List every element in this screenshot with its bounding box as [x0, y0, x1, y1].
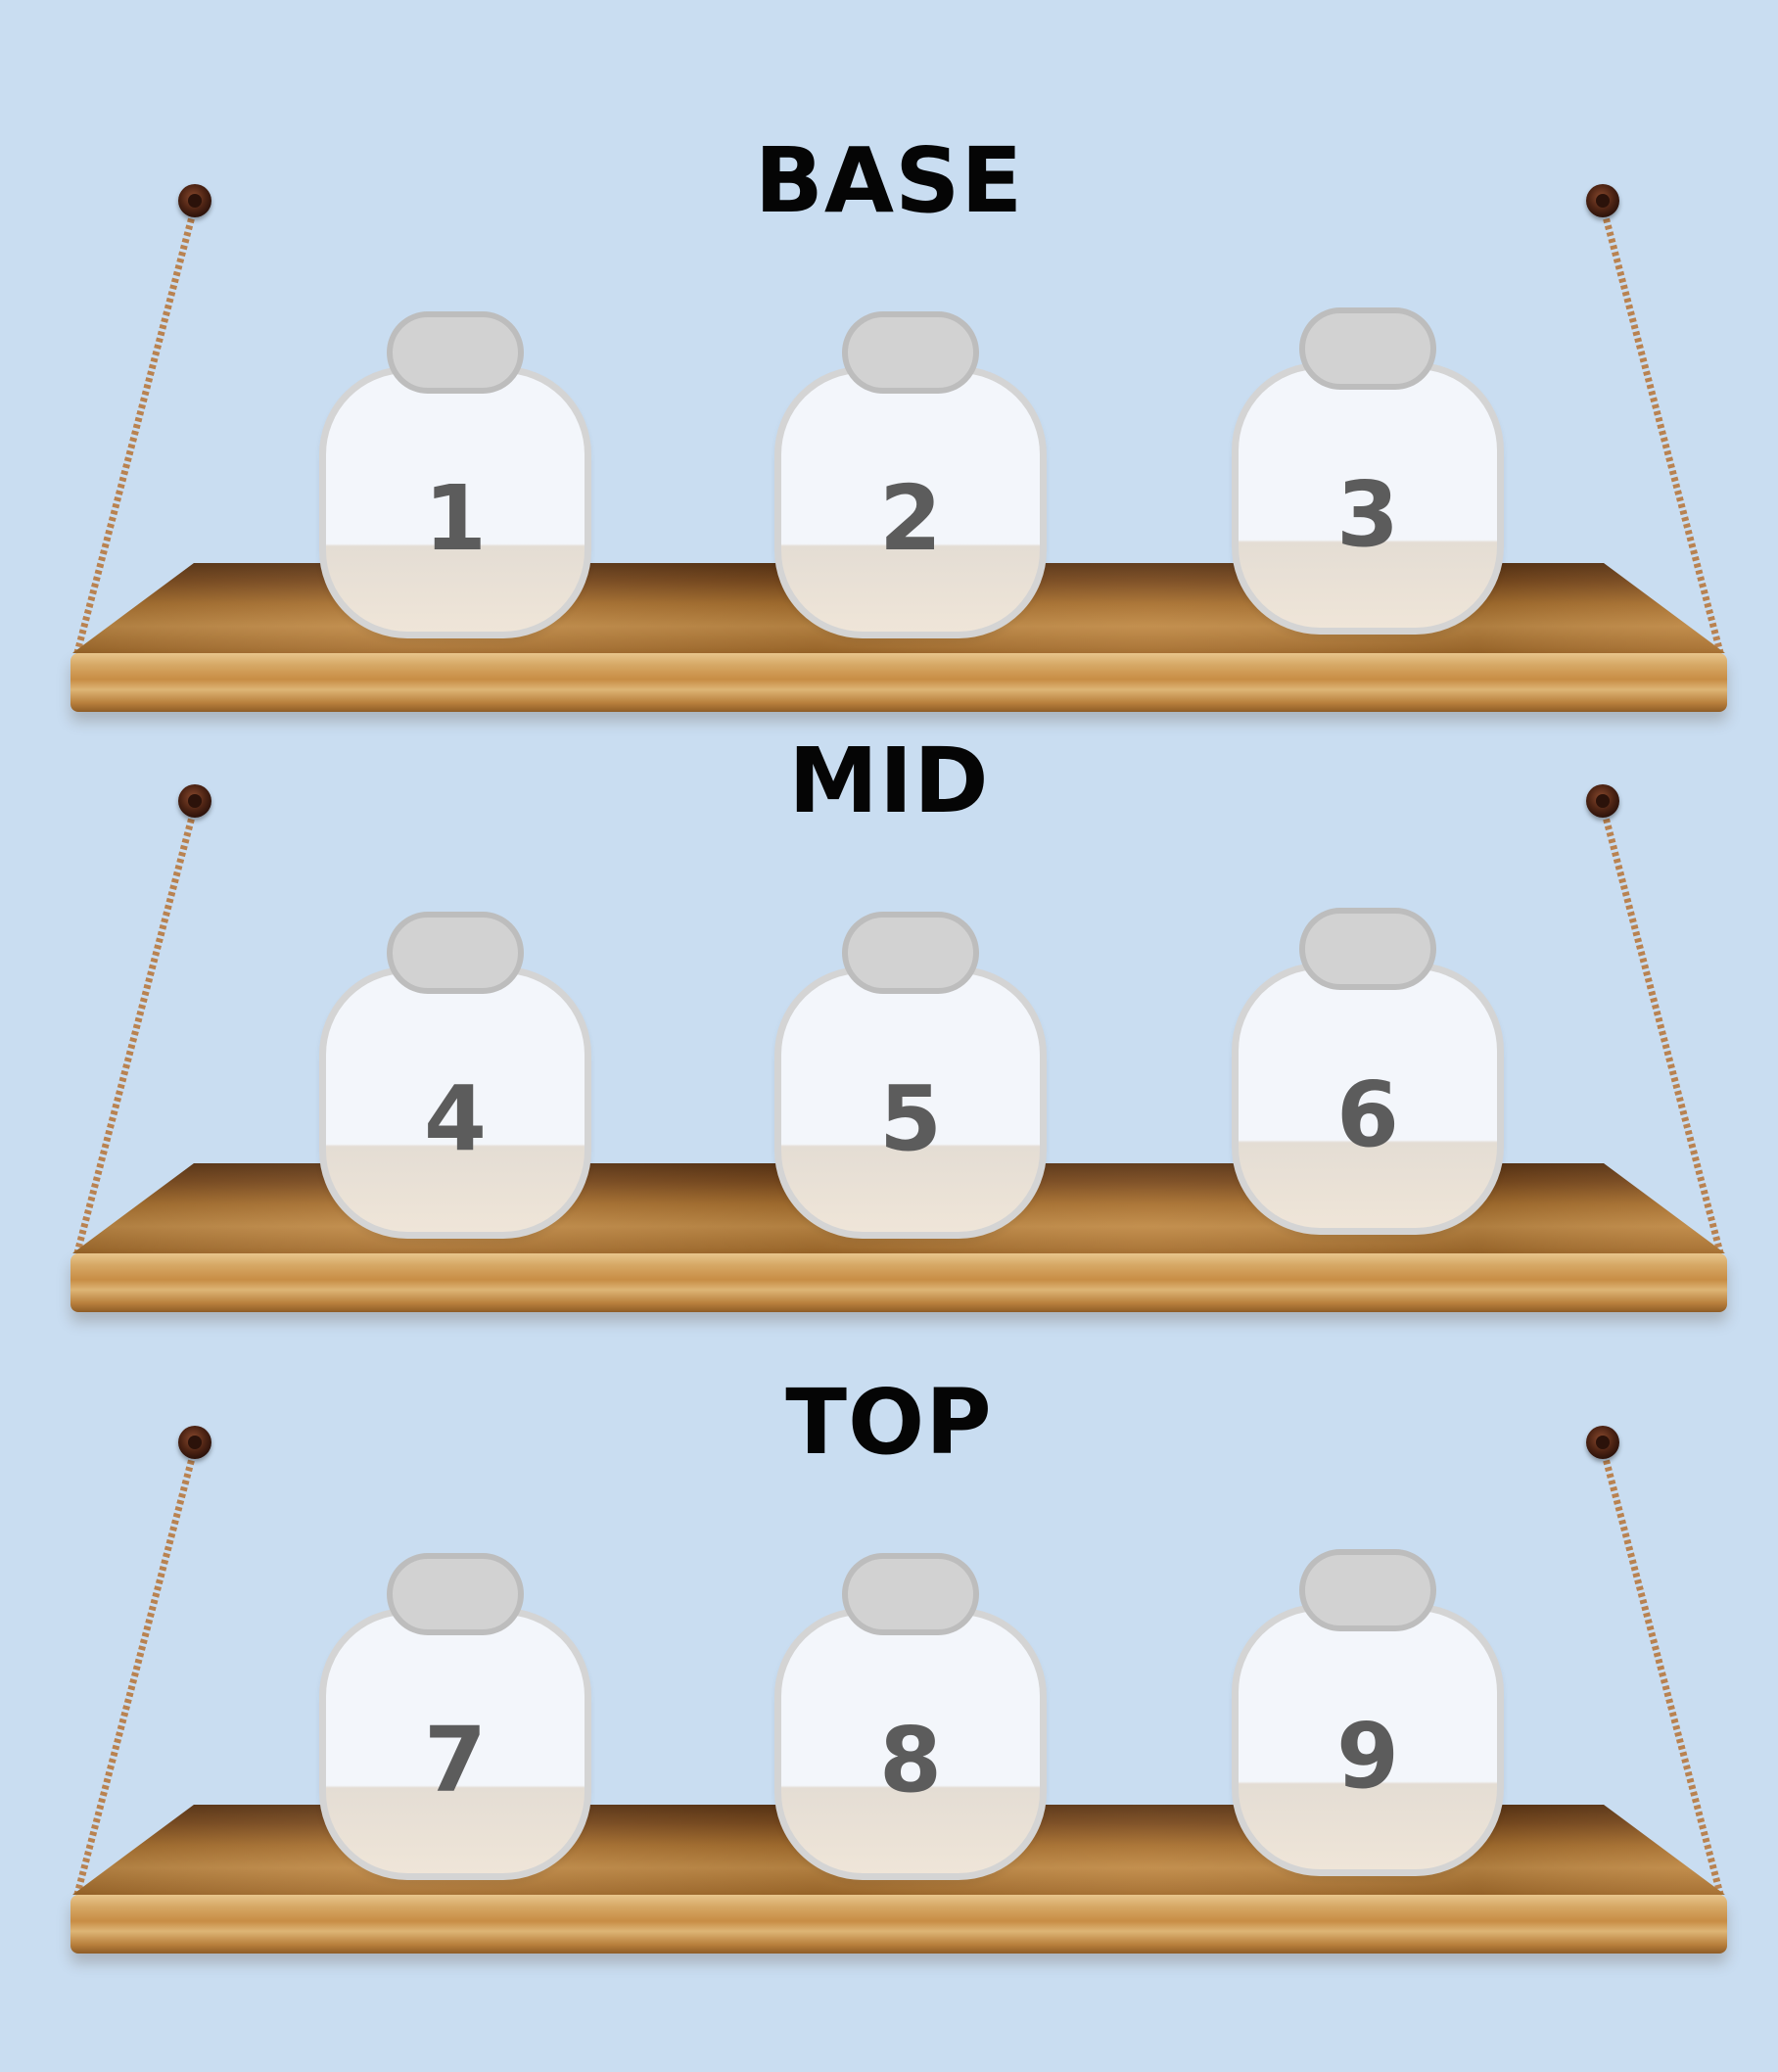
jar-body: 8 [774, 1608, 1047, 1880]
shelf-board-front [70, 653, 1727, 712]
jar-body: 6 [1232, 963, 1504, 1235]
shelf-base: BASE 1 2 3 [0, 127, 1778, 734]
shelf-board-front [70, 1253, 1727, 1312]
jar-body: 5 [774, 966, 1047, 1239]
jar-body: 9 [1232, 1604, 1504, 1876]
jar-slot[interactable]: 8 [774, 1553, 1047, 1890]
jar-label: 3 [1335, 462, 1399, 567]
jar-slot[interactable]: 6 [1232, 908, 1504, 1245]
jar-lid [842, 311, 979, 394]
jar-lid [387, 1553, 524, 1635]
jar-lid [842, 912, 979, 994]
jar-label: 5 [878, 1066, 942, 1171]
jar-label: 4 [423, 1066, 487, 1171]
nail-icon [1586, 1426, 1619, 1459]
jar-slot[interactable]: 7 [319, 1553, 591, 1890]
shelf-title: BASE [754, 128, 1024, 233]
jar-label: 9 [1335, 1704, 1399, 1809]
jar-lid [387, 912, 524, 994]
jar-lid [387, 311, 524, 394]
jar-label: 1 [423, 466, 487, 571]
jar-label: 6 [1335, 1062, 1399, 1167]
nail-icon [1586, 784, 1619, 818]
shelf-board-front [70, 1895, 1727, 1954]
jar-lid [1299, 908, 1436, 990]
jar-lid [1299, 307, 1436, 390]
jar-lid [842, 1553, 979, 1635]
jar-slot[interactable]: 5 [774, 912, 1047, 1248]
jar-body: 2 [774, 366, 1047, 638]
nail-icon [178, 184, 211, 217]
jar-label: 8 [878, 1708, 942, 1813]
jar-slot[interactable]: 9 [1232, 1549, 1504, 1886]
jar-body: 3 [1232, 362, 1504, 635]
jar-slot[interactable]: 4 [319, 912, 591, 1248]
jar-body: 1 [319, 366, 591, 638]
jar-lid [1299, 1549, 1436, 1631]
jar-label: 7 [423, 1708, 487, 1813]
jar-slot[interactable]: 1 [319, 311, 591, 648]
jar-body: 4 [319, 966, 591, 1239]
nail-icon [1586, 184, 1619, 217]
jar-body: 7 [319, 1608, 591, 1880]
shelf-mid: MID 4 5 6 [0, 728, 1778, 1335]
shelf-title: MID [788, 729, 990, 833]
nail-icon [178, 784, 211, 818]
jar-slot[interactable]: 3 [1232, 307, 1504, 644]
jar-slot[interactable]: 2 [774, 311, 1047, 648]
nail-icon [178, 1426, 211, 1459]
shelf-top: TOP 7 8 9 [0, 1369, 1778, 1976]
shelf-title: TOP [785, 1370, 993, 1475]
jar-label: 2 [878, 466, 942, 571]
